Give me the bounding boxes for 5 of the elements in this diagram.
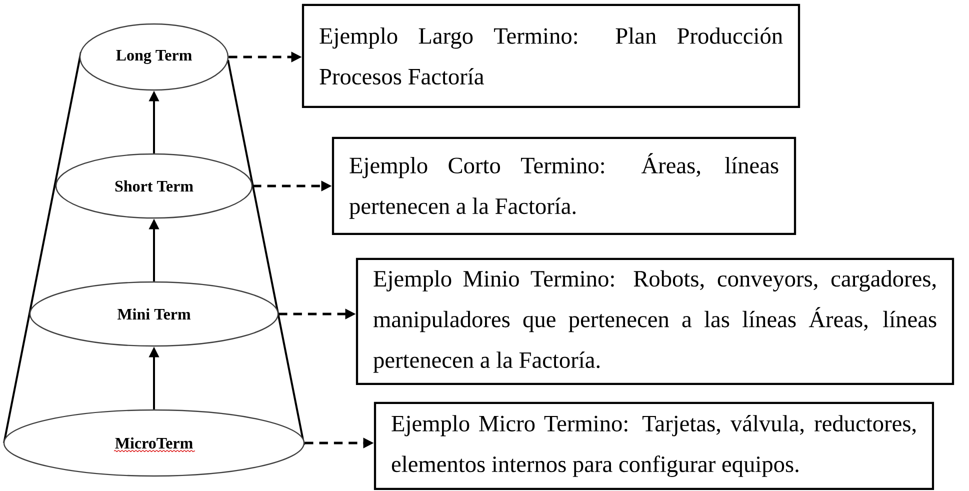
text-box: Ejemplo Largo Termino: Plan Producción Procesos Factoría [302, 4, 800, 108]
text-box: Ejemplo Corto Termino: Áreas, líneas pertenecen a la Factoría. [332, 136, 796, 236]
text-box: Ejemplo Micro Termino: Tarjetas, válvula, reductores, elementos internos para configurar equipos. [374, 402, 934, 490]
text-box: Ejemplo Minio Termino: Robots, conveyors, cargadores, manipuladores que pertenecen a las líneas Áreas, líneas pertenecen a la Factoría. [356, 258, 954, 386]
node-label: MicroTerm [115, 437, 193, 449]
